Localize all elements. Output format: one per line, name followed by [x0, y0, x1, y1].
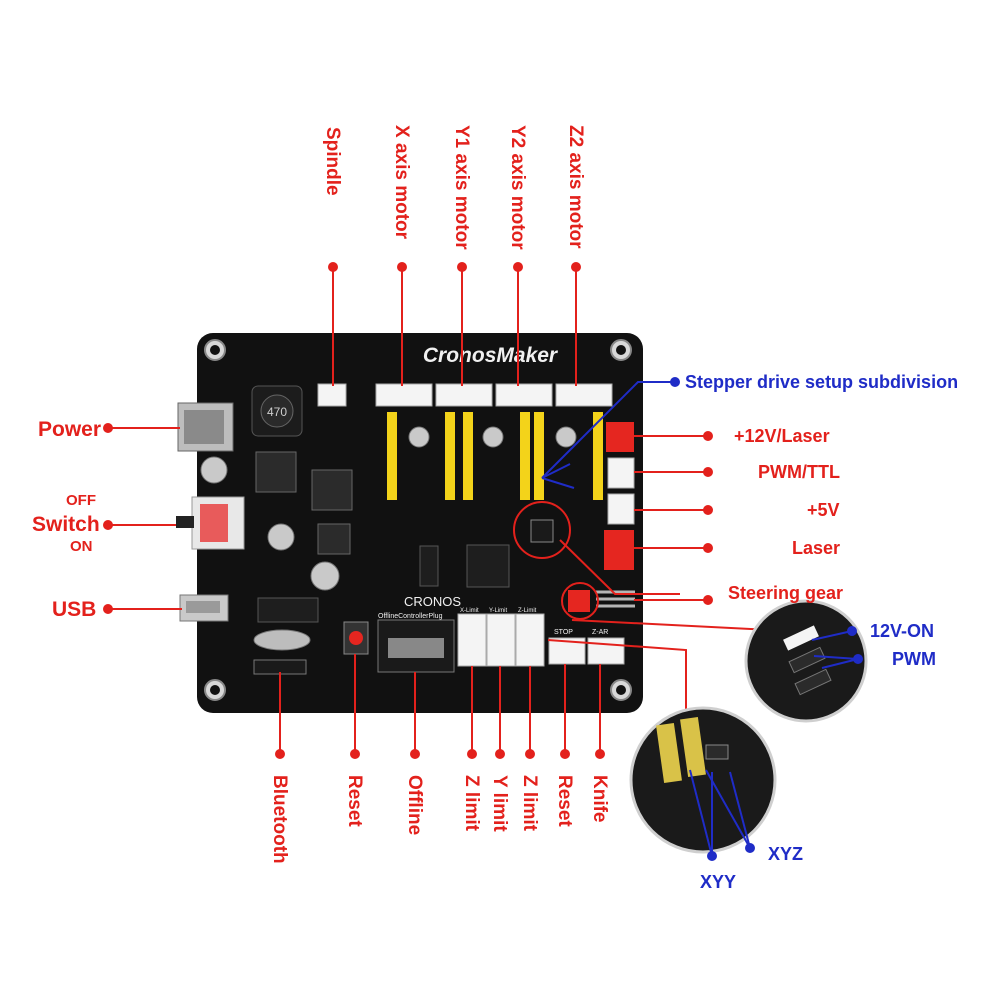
label-12v-laser: +12V/Laser [734, 426, 830, 446]
label-pwm: PWM [892, 649, 936, 669]
callout-stepper [541, 377, 680, 489]
board-offline-silk: OfflineControllerPlug [378, 613, 443, 620]
driver-sockets [387, 412, 603, 500]
bluetooth-header [253, 659, 307, 675]
silk-z-limit: Z-Limit [518, 608, 537, 614]
ic-chips [257, 544, 510, 623]
label-stepper-subdivision: Stepper drive setup subdivision [685, 372, 959, 392]
label-x-axis-motor: X axis motor [391, 125, 412, 240]
spindle-connector [317, 383, 347, 407]
silk-x-limit: X-Limit [460, 608, 479, 614]
label-y-limit: Y limit [489, 775, 510, 832]
crystal [253, 629, 311, 651]
callout-lines-red [103, 262, 771, 759]
capacitors [200, 426, 577, 591]
inductor-marking: 470 [267, 405, 287, 419]
label-y2-axis-motor: Y2 axis motor [507, 125, 528, 250]
laser-connector [604, 530, 634, 570]
label-off: OFF [66, 492, 96, 509]
label-usb: USB [52, 598, 97, 621]
inset-jumper-zoom [629, 706, 777, 861]
board-brand: CronosMaker [423, 344, 559, 367]
board-logo: CRONOS [404, 594, 461, 609]
label-xyy: XYY [700, 872, 737, 892]
label-knife: Knife [589, 775, 610, 823]
steering-header [568, 590, 590, 612]
plus5-connector [607, 493, 635, 525]
label-reset-left: Reset [344, 775, 365, 827]
laser12-connector [606, 422, 634, 452]
label-laser: Laser [792, 538, 841, 558]
label-z-limit-1: Z limit [461, 775, 482, 831]
mounting-holes [204, 339, 632, 701]
label-bluetooth: Bluetooth [269, 775, 290, 864]
pwm-connector [607, 457, 635, 489]
silk-knife: Z-AR [592, 629, 608, 636]
motor-headers [375, 383, 613, 407]
label-spindle: Spindle [322, 127, 343, 196]
label-5v: +5V [807, 500, 840, 520]
inset-steering-zoom [744, 599, 868, 723]
label-12v-on: 12V-ON [870, 621, 935, 641]
label-z2-axis-motor: Z2 axis motor [565, 125, 586, 249]
label-xyz: XYZ [768, 844, 804, 864]
label-pwm-ttl: PWM/TTL [758, 462, 840, 482]
silk-y-limit: Y-Limit [489, 608, 507, 614]
label-steering-gear: Steering gear [728, 583, 844, 603]
limit-connectors [457, 613, 625, 667]
label-z-limit-2: Z limit [519, 775, 540, 831]
label-offline: Offline [404, 775, 425, 836]
label-reset-right: Reset [554, 775, 575, 827]
label-y1-axis-motor: Y1 axis motor [451, 125, 472, 250]
label-power: Power [38, 418, 102, 441]
regulators [255, 451, 353, 555]
label-switch: Switch [32, 513, 100, 536]
silk-stop: STOP [554, 629, 573, 636]
label-on: ON [70, 538, 93, 555]
